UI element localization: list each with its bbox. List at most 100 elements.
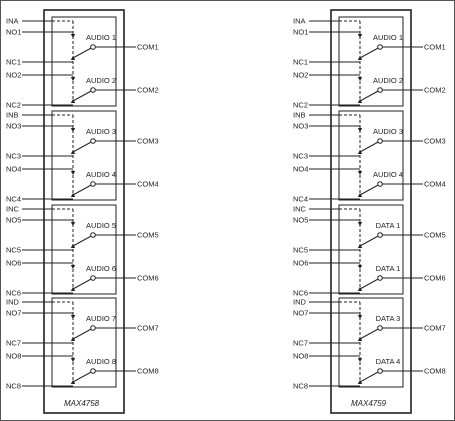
com-pin-label: COM8	[424, 367, 446, 376]
no-contact-arrow	[70, 34, 76, 38]
switch-arm	[359, 183, 381, 196]
nc-pin-label: NC2	[293, 101, 308, 110]
nc-pin-label: NC3	[6, 152, 21, 161]
switch-arm	[359, 234, 381, 247]
nc-pin-label: NC6	[6, 289, 21, 298]
com-pin-label: COM5	[137, 231, 159, 240]
nc-pin-label: NC8	[6, 382, 21, 391]
switch-pivot	[90, 181, 96, 187]
switch-arm	[359, 327, 381, 340]
no-pin-label: NO8	[6, 352, 21, 361]
channel-label: DATA 1	[376, 264, 401, 273]
no-contact-arrow	[357, 128, 363, 132]
no-pin-label: NO4	[293, 165, 308, 174]
control-input-label: INC	[6, 205, 20, 214]
no-contact-arrow	[357, 358, 363, 362]
nc-pin-label: NC6	[293, 289, 308, 298]
channel-label: AUDIO 7	[86, 314, 116, 323]
com-pin-label: COM7	[424, 324, 446, 333]
no-pin-label: NO7	[293, 309, 308, 318]
control-input-label: INB	[293, 111, 306, 120]
switch-arm	[359, 89, 381, 102]
control-input-label: INA	[293, 17, 306, 26]
switch-pivot	[377, 275, 383, 281]
nc-pin-label: NC4	[6, 195, 21, 204]
com-pin-label: COM4	[424, 180, 446, 189]
switch-arm	[359, 277, 381, 290]
nc-pin-label: NC2	[6, 101, 21, 110]
channel-label: AUDIO 1	[86, 33, 116, 42]
no-pin-label: NO6	[6, 259, 21, 268]
nc-pin-label: NC1	[293, 58, 308, 67]
no-pin-label: NO4	[6, 165, 21, 174]
switch-arm	[72, 89, 94, 102]
com-pin-label: COM4	[137, 180, 159, 189]
nc-pin-label: NC5	[293, 246, 308, 255]
switch-arm	[72, 370, 94, 383]
no-contact-arrow	[357, 315, 363, 319]
no-contact-arrow	[70, 358, 76, 362]
part-number: MAX4758	[64, 399, 100, 408]
com-pin-label: COM2	[424, 86, 446, 95]
no-contact-arrow	[70, 171, 76, 175]
control-input-label: IND	[293, 298, 307, 307]
control-input-label: INA	[6, 17, 19, 26]
switch-arm	[359, 370, 381, 383]
channel-label: AUDIO 6	[86, 264, 116, 273]
switch-pivot	[90, 44, 96, 50]
package-outline	[43, 9, 125, 414]
nc-pin-label: NC3	[293, 152, 308, 161]
switch-arm	[72, 327, 94, 340]
no-pin-label: NO3	[293, 122, 308, 131]
no-pin-label: NO7	[6, 309, 21, 318]
part-number: MAX4759	[351, 399, 387, 408]
nc-pin-label: NC7	[293, 339, 308, 348]
nc-pin-label: NC1	[6, 58, 21, 67]
switch-pivot	[90, 87, 96, 93]
com-pin-label: COM8	[137, 367, 159, 376]
com-pin-label: COM3	[137, 137, 159, 146]
switch-arm	[72, 277, 94, 290]
nc-pin-label: NC7	[6, 339, 21, 348]
no-pin-label: NO5	[6, 216, 21, 225]
channel-label: AUDIO 3	[86, 127, 116, 136]
channel-label: AUDIO 3	[373, 127, 403, 136]
no-pin-label: NO6	[293, 259, 308, 268]
switch-pivot	[90, 275, 96, 281]
no-contact-arrow	[70, 265, 76, 269]
com-pin-label: COM3	[424, 137, 446, 146]
no-pin-label: NO5	[293, 216, 308, 225]
switch-pivot	[90, 325, 96, 331]
nc-pin-label: NC8	[293, 382, 308, 391]
com-pin-label: COM7	[137, 324, 159, 333]
channel-label: DATA 4	[376, 357, 401, 366]
no-contact-arrow	[70, 315, 76, 319]
channel-label: AUDIO 4	[373, 170, 403, 179]
switch-pivot	[377, 325, 383, 331]
com-pin-label: COM2	[137, 86, 159, 95]
no-pin-label: NO3	[6, 122, 21, 131]
no-pin-label: NO2	[6, 71, 21, 80]
no-pin-label: NO1	[293, 28, 308, 37]
switch-pivot	[377, 44, 383, 50]
no-contact-arrow	[70, 128, 76, 132]
switch-arm	[72, 140, 94, 153]
no-contact-arrow	[70, 222, 76, 226]
switch-arm	[72, 234, 94, 247]
